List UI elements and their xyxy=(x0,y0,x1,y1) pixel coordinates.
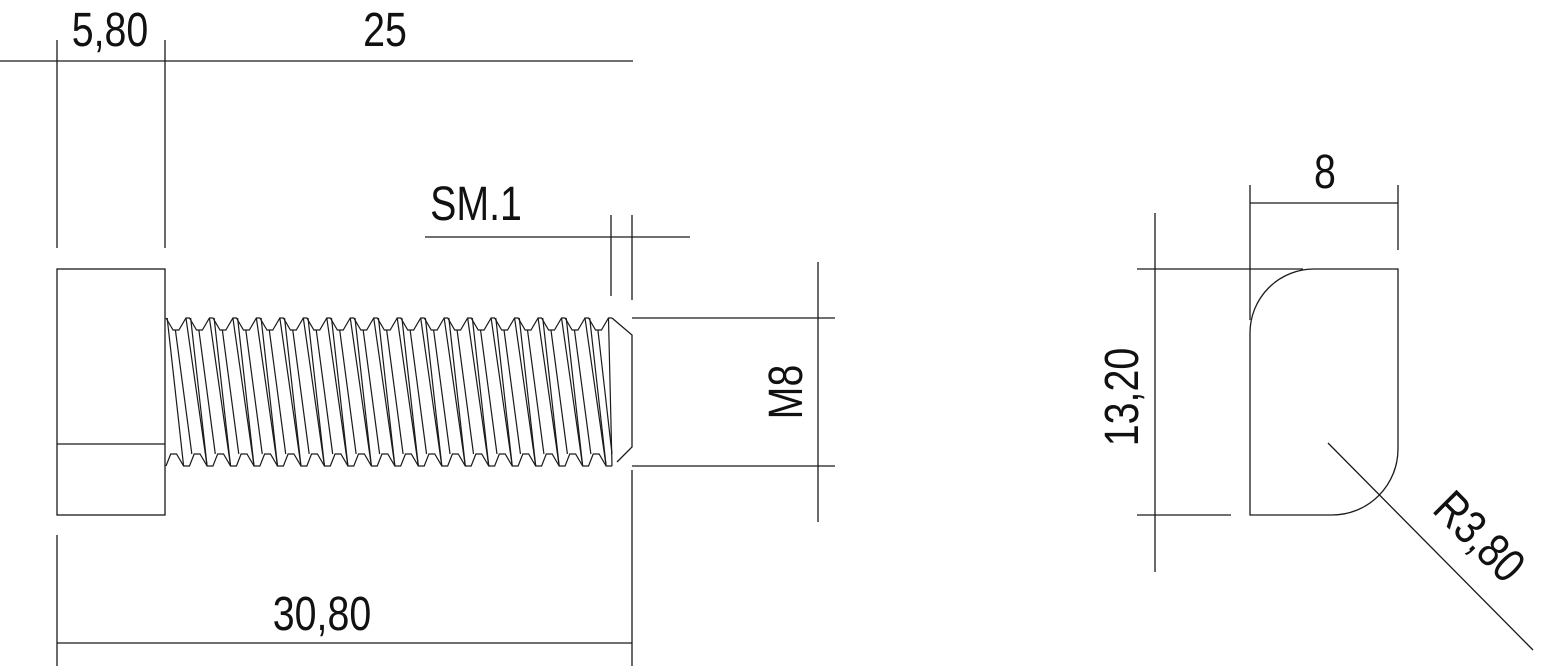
thread-line xyxy=(302,317,326,467)
thread-line xyxy=(354,317,372,467)
thread-line xyxy=(448,317,466,467)
thread-line xyxy=(424,317,443,467)
thread-line xyxy=(471,317,490,467)
thread-line xyxy=(190,317,208,467)
thread-line xyxy=(573,329,592,455)
thread-line xyxy=(597,329,613,455)
thread-body xyxy=(165,317,613,467)
thread-line xyxy=(377,317,396,467)
thread-top-profile xyxy=(165,317,612,331)
thread-bottom-profile xyxy=(165,453,612,467)
thread-line xyxy=(236,317,255,467)
dim-thread-length: 25 xyxy=(363,3,407,57)
dim-thread-size: M8 xyxy=(759,365,813,420)
surface-note: SM.1 xyxy=(430,177,522,231)
thread-line xyxy=(565,317,584,467)
thread-line xyxy=(513,317,537,467)
thread-line xyxy=(560,317,584,467)
thread-line xyxy=(518,317,537,467)
thread-line xyxy=(396,317,419,467)
thread-line xyxy=(283,317,302,467)
thread-line xyxy=(479,329,498,455)
thread-line xyxy=(330,317,349,467)
thread-line xyxy=(584,317,607,467)
thread-line xyxy=(185,317,208,467)
thread-line xyxy=(420,317,443,467)
thread-line xyxy=(279,317,302,467)
thread-line xyxy=(401,317,419,467)
thread-line xyxy=(245,329,263,455)
dim-height: 13,20 xyxy=(1095,348,1149,446)
thread-line xyxy=(495,317,513,467)
thread-line xyxy=(373,317,396,467)
thread-line xyxy=(589,317,607,467)
thread-line xyxy=(339,329,357,455)
thread-line xyxy=(362,329,381,455)
thread-line xyxy=(503,329,522,455)
thread-line xyxy=(326,317,349,467)
thread-line xyxy=(490,317,513,467)
dim-total-length: 30,80 xyxy=(273,587,371,641)
thread-line xyxy=(208,317,232,467)
thread-line xyxy=(443,317,466,467)
thread-line xyxy=(607,317,613,467)
thread-line xyxy=(232,317,255,467)
thread-line xyxy=(260,317,279,467)
thread-line xyxy=(166,317,185,467)
thread-line xyxy=(221,329,240,455)
bolt-head xyxy=(56,268,166,516)
bolt-side-view: 5,80 25 SM.1 M8 30,80 xyxy=(0,3,835,666)
bolt-chamfer xyxy=(611,317,633,463)
thread-line xyxy=(307,317,326,467)
thread-line xyxy=(213,317,232,467)
thread-line xyxy=(255,317,279,467)
head-end-view: 8 13,20 R3,80 xyxy=(1095,145,1535,651)
dim-head-length: 5,80 xyxy=(72,3,149,57)
radius-leader xyxy=(1327,442,1534,651)
thread-line xyxy=(550,329,568,455)
dim-radius: R3,80 xyxy=(1423,481,1535,593)
thread-line xyxy=(174,329,193,455)
thread-line xyxy=(537,317,560,467)
thread-line xyxy=(268,329,287,455)
thread-line xyxy=(315,329,334,455)
thread-line xyxy=(456,329,475,455)
thread-line xyxy=(292,329,310,455)
thread-line xyxy=(467,317,490,467)
thread-line xyxy=(386,329,404,455)
thread-line xyxy=(349,317,372,467)
thread-line xyxy=(409,329,428,455)
thread-line xyxy=(542,317,560,467)
head-profile xyxy=(1249,268,1399,516)
dim-width: 8 xyxy=(1314,145,1336,199)
thread-line xyxy=(526,329,545,455)
thread-line xyxy=(433,329,451,455)
thread-line xyxy=(198,329,216,455)
